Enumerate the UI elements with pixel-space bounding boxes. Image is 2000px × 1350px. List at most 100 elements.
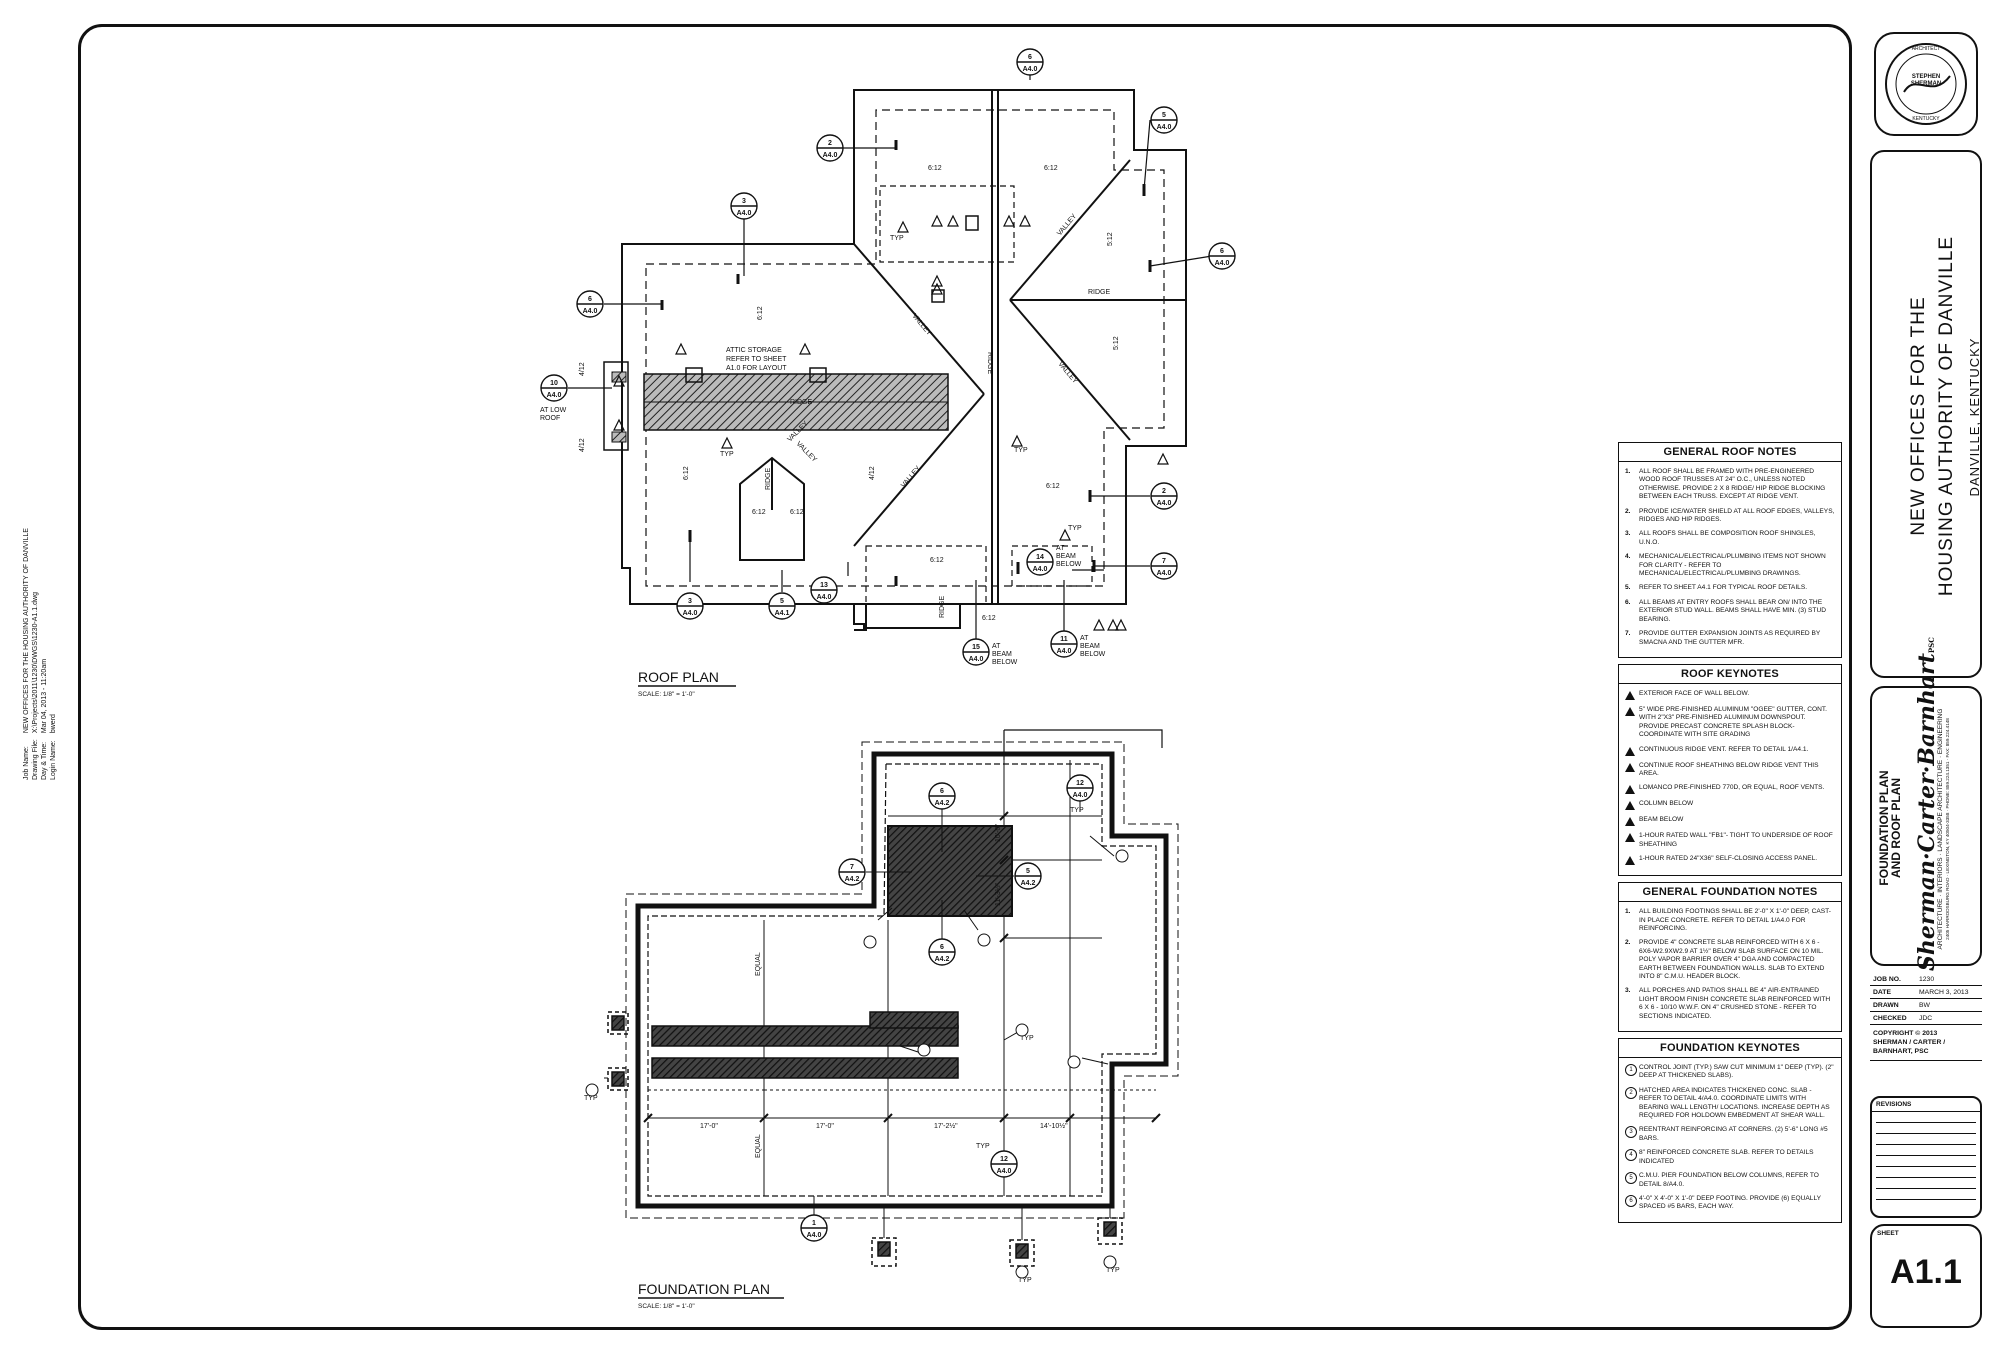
callout-number: 5 <box>1026 868 1030 875</box>
keynote-circle-icon: 2 <box>1625 1086 1637 1099</box>
roof-callouts <box>540 48 1236 666</box>
callout-sheet: A4.2 <box>1021 880 1036 887</box>
callout-number: 2 <box>1162 488 1166 495</box>
note-item: 2.PROVIDE ICE/WATER SHIELD AT ALL ROOF E… <box>1625 508 1835 525</box>
callout-number: 7 <box>850 864 854 871</box>
roof-plan <box>568 74 1213 642</box>
callout-sheet: A4.0 <box>1215 260 1230 267</box>
beam-note: BELOW <box>1080 651 1106 658</box>
note-text: PROVIDE GUTTER EXPANSION JOINTS AS REQUI… <box>1639 630 1821 646</box>
callout-sheet: A4.0 <box>1157 500 1172 507</box>
beam-note: BEAM <box>992 651 1012 658</box>
note-item: 2.PROVIDE 4" CONCRETE SLAB REINFORCED WI… <box>1625 939 1835 981</box>
keynote-marker: 6 <box>1625 800 1639 811</box>
beam-note: AT <box>1080 635 1089 642</box>
note-text: CONTINUOUS RIDGE VENT. REFER TO DETAIL 1… <box>1639 745 1809 753</box>
note-item: 4CONTINUE ROOF SHEATHING BELOW RIDGE VEN… <box>1625 762 1835 779</box>
firm-suffix: PSC <box>1927 637 1936 654</box>
note-text: LOMANCO PRE-FINISHED 770D, OR EQUAL, ROO… <box>1639 784 1825 792</box>
note-text: C.M.U. PIER FOUNDATION BELOW COLUMNS, RE… <box>1639 1172 1819 1188</box>
roof-keynotes: ROOF KEYNOTES 1EXTERIOR FACE OF WALL BEL… <box>1618 663 1842 877</box>
equal-label: EQUAL <box>755 952 762 976</box>
architect-seal: STEPHEN SHERMAN ARCHITECT KENTUCKY <box>1874 32 1978 136</box>
callout-sheet: A4.0 <box>1073 792 1088 799</box>
copyright-line: BARNHART, PSC <box>1873 1048 1929 1055</box>
seal-text: KENTUCKY <box>1912 116 1940 122</box>
pitch-label: 6:12 <box>982 615 996 622</box>
pitch-label: 6:12 <box>1044 165 1058 172</box>
note-text: ALL ROOFS SHALL BE COMPOSITION ROOF SHIN… <box>1639 530 1816 546</box>
note-item: 3CONTINUOUS RIDGE VENT. REFER TO DETAIL … <box>1625 746 1835 756</box>
note-item: 7.PROVIDE GUTTER EXPANSION JOINTS AS REQ… <box>1625 630 1835 647</box>
valley-label: VALLEY <box>900 465 922 490</box>
section-heading: GENERAL FOUNDATION NOTES <box>1619 883 1841 903</box>
note-text: ALL BUILDING FOOTINGS SHALL BE 2'-0" X 1… <box>1639 908 1832 932</box>
sheet-label: SHEET <box>1877 1230 1899 1237</box>
typ-label: TYP <box>720 451 734 458</box>
equal-label: EQUAL <box>755 1134 762 1158</box>
keynote-marker: 2 <box>1625 1086 1639 1121</box>
checked-label: CHECKED <box>1873 1014 1907 1022</box>
note-item: 1EXTERIOR FACE OF WALL BELOW. <box>1625 690 1835 700</box>
firm-box: FOUNDATION PLAN AND ROOF PLAN Sherman·Ca… <box>1870 637 1982 971</box>
roof-keynote-markers <box>613 214 1169 631</box>
keynote-triangle-icon: 9 <box>1625 856 1635 866</box>
keynote-marker: 7 <box>1625 816 1639 827</box>
attic-note: REFER TO SHEET <box>726 356 787 363</box>
pitch-label: 4/12 <box>869 466 876 480</box>
keynote-circle-icon: 4 <box>1625 1149 1637 1162</box>
callout-sheet: A4.0 <box>969 656 984 663</box>
callout-number: 3 <box>688 598 692 605</box>
typ-label: TYP <box>1068 525 1082 532</box>
note-text: 1-HOUR RATED WALL "FB1"- TIGHT TO UNDERS… <box>1639 832 1833 848</box>
note-item: 1.ALL BUILDING FOOTINGS SHALL BE 2'-0" X… <box>1625 908 1835 933</box>
general-foundation-notes: GENERAL FOUNDATION NOTES 1.ALL BUILDING … <box>1618 882 1842 1033</box>
ridge-label: RIDGE <box>939 596 946 619</box>
keynote-marker: 8 <box>1625 832 1639 849</box>
note-item: 81-HOUR RATED WALL "FB1"- TIGHT TO UNDER… <box>1625 832 1835 849</box>
section-heading: FOUNDATION KEYNOTES <box>1619 1039 1841 1059</box>
callout-sheet: A4.0 <box>583 308 598 315</box>
callout-sheet: A4.0 <box>737 210 752 217</box>
callout-number: 15 <box>972 644 980 651</box>
note-text: REFER TO SHEET A4.1 FOR TYPICAL ROOF DET… <box>1639 584 1808 592</box>
low-roof-note: AT LOW <box>540 407 567 414</box>
note-item: 3.ALL PORCHES AND PATIOS SHALL BE 4" AIR… <box>1625 987 1835 1021</box>
low-roof-note: ROOF <box>540 415 560 422</box>
note-text: 5" WIDE PRE-FINISHED ALUMINUM "OGEE" GUT… <box>1639 705 1827 739</box>
callout-number: 5 <box>780 598 784 605</box>
keynote-triangle-icon: 7 <box>1625 817 1635 827</box>
keynote-marker: 1 <box>1625 1064 1639 1081</box>
callout-number: 1 <box>812 1220 816 1227</box>
callout-number: 6 <box>588 296 592 303</box>
project-location: DANVILLE, KENTUCKY <box>1967 337 1982 497</box>
ridge-label: RIDGE <box>1088 289 1111 296</box>
project-name-line1: NEW OFFICES FOR THE <box>1908 296 1929 536</box>
callout-number: 12 <box>1000 1156 1008 1163</box>
sheet-number: A1.1 <box>1890 1253 1962 1291</box>
revisions-label: REVISIONS <box>1872 1098 1980 1112</box>
pitch-label: 6:12 <box>757 306 764 320</box>
note-item: 4.MECHANICAL/ELECTRICAL/PLUMBING ITEMS N… <box>1625 553 1835 578</box>
checked-value: JDC <box>1919 1014 1933 1022</box>
keynote-circle-icon: 3 <box>1625 1126 1637 1139</box>
note-number: 2. <box>1625 507 1631 515</box>
valley-label: VALLEY <box>795 440 819 464</box>
section-heading: ROOF KEYNOTES <box>1619 665 1841 684</box>
callout-sheet: A4.0 <box>817 594 832 601</box>
note-text: MECHANICAL/ELECTRICAL/PLUMBING ITEMS NOT… <box>1639 553 1826 578</box>
pitch-label: 6:12 <box>752 509 766 516</box>
keynote-marker: 6 <box>1625 1194 1639 1212</box>
keynote-marker: 1 <box>1625 690 1639 700</box>
note-item: 5.REFER TO SHEET A4.1 FOR TYPICAL ROOF D… <box>1625 584 1835 592</box>
keynote-marker: 3 <box>1625 746 1639 756</box>
note-text: REENTRANT REINFORCING AT CORNERS. (2) 5'… <box>1639 1126 1828 1142</box>
callout-sheet: A4.0 <box>997 1168 1012 1175</box>
typ-label: TYP <box>976 1143 990 1150</box>
keynote-triangle-icon: 4 <box>1625 762 1635 772</box>
